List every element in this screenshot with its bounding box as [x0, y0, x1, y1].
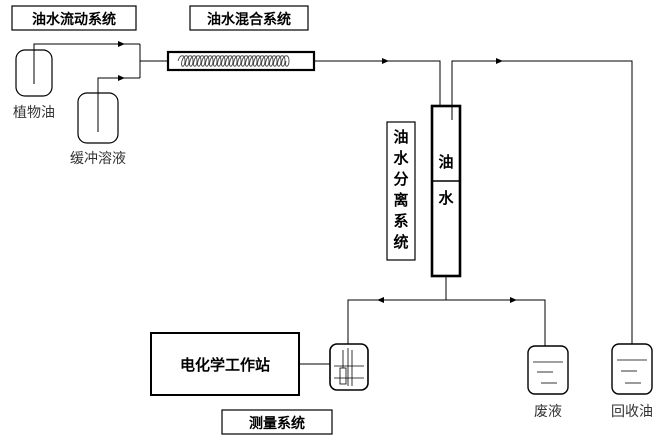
mixing-tube: [168, 52, 314, 70]
flow-system-label: 油水流动系统: [12, 6, 136, 30]
recovered-oil-pipe: [452, 61, 632, 370]
mixing-system-label: 油水混合系统: [190, 6, 308, 30]
svg-text:测量系统: 测量系统: [249, 415, 305, 432]
electrochemical-workstation: 电化学工作站: [151, 333, 299, 395]
svg-text:离: 离: [393, 191, 408, 209]
svg-text:电化学工作站: 电化学工作站: [180, 356, 270, 374]
mixer-outlet-arrow: [382, 58, 389, 64]
svg-text:统: 统: [393, 233, 408, 251]
measurement-system-label: 测量系统: [222, 410, 332, 434]
inlet-arrows: [118, 41, 125, 81]
recovered-oil-label: 回收油: [611, 404, 653, 420]
svg-text:油: 油: [393, 128, 408, 146]
separation-system-label: 油 水 分 离 系 统: [387, 122, 415, 260]
bottom-distribution-pipe: [348, 276, 545, 355]
svg-text:水: 水: [393, 149, 409, 167]
vegetable-oil-label: 植物油: [13, 105, 55, 121]
recovered-oil-arrow: [496, 58, 503, 64]
waste-liquid-label: 废液: [534, 404, 562, 420]
measurement-cell: [330, 344, 368, 390]
mixer-to-separator-pipe: [314, 61, 440, 106]
water-layer-label: 水: [438, 189, 454, 207]
buffer-solution-bottle: [78, 93, 118, 143]
buffer-solution-label: 缓冲溶液: [70, 151, 126, 167]
svg-text:油水流动系统: 油水流动系统: [32, 11, 116, 28]
inlet-pipes: [34, 44, 168, 93]
vegetable-oil-bottle: [16, 50, 52, 96]
svg-text:系: 系: [393, 212, 408, 230]
svg-text:分: 分: [393, 170, 408, 188]
svg-text:油水混合系统: 油水混合系统: [207, 11, 291, 28]
oil-layer-label: 油: [438, 153, 453, 171]
waste-liquid-container: [528, 346, 568, 394]
recovered-oil-container: [612, 344, 652, 394]
